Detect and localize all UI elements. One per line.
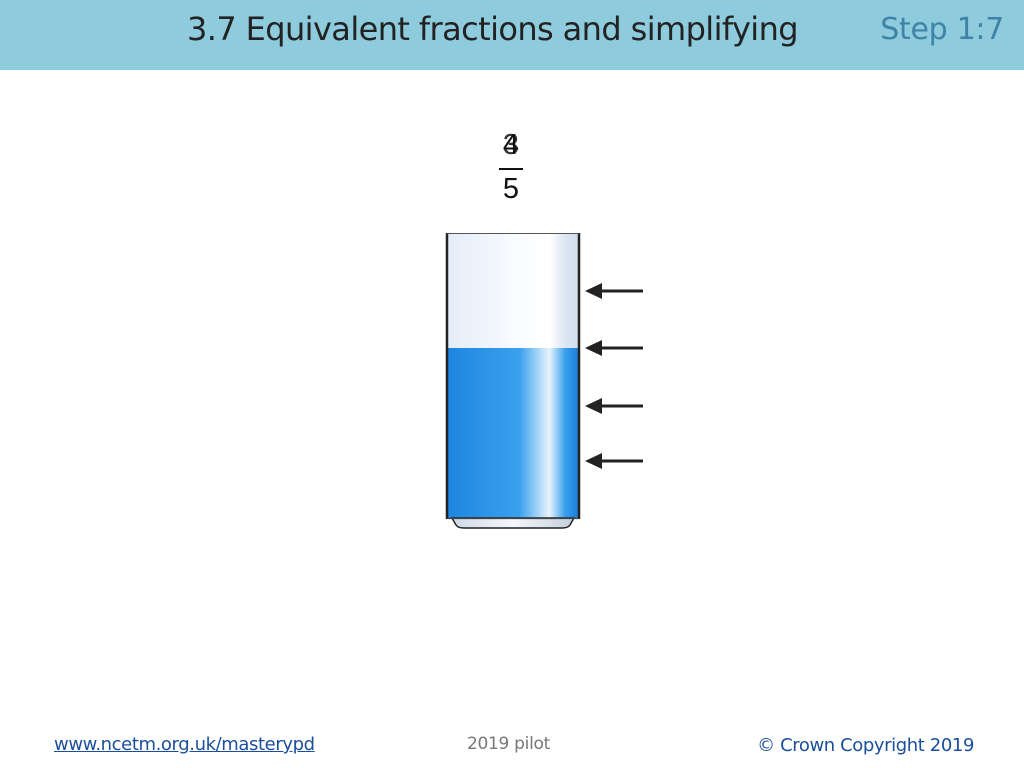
glass-air bbox=[448, 234, 578, 348]
fraction-numerator-stack: 4 3 bbox=[492, 126, 530, 164]
fraction-denominator: 5 bbox=[502, 173, 520, 205]
level-arrow-1 bbox=[585, 283, 643, 299]
level-arrow-3 bbox=[585, 398, 643, 414]
fraction-bar bbox=[499, 168, 523, 170]
page-title: 3.7 Equivalent fractions and simplifying bbox=[187, 10, 799, 48]
level-arrow-2 bbox=[585, 340, 643, 356]
ncetm-link[interactable]: www.ncetm.org.uk/masterypd bbox=[54, 734, 315, 755]
fraction: 4 3 5 bbox=[492, 126, 530, 216]
pilot-label: 2019 pilot bbox=[467, 734, 550, 754]
glass-water bbox=[448, 348, 578, 518]
copyright-notice: © Crown Copyright 2019 bbox=[757, 735, 974, 756]
fraction-numerator: 4 bbox=[502, 129, 520, 161]
step-indicator: Step 1:7 bbox=[880, 12, 1004, 47]
measuring-glass bbox=[445, 233, 643, 529]
level-arrow-4 bbox=[585, 453, 643, 469]
glass-base bbox=[450, 517, 576, 529]
header-bar: 3.7 Equivalent fractions and simplifying… bbox=[0, 0, 1024, 70]
fraction-numerator-overlay: 3 bbox=[502, 129, 520, 161]
glass-outline bbox=[445, 233, 581, 520]
